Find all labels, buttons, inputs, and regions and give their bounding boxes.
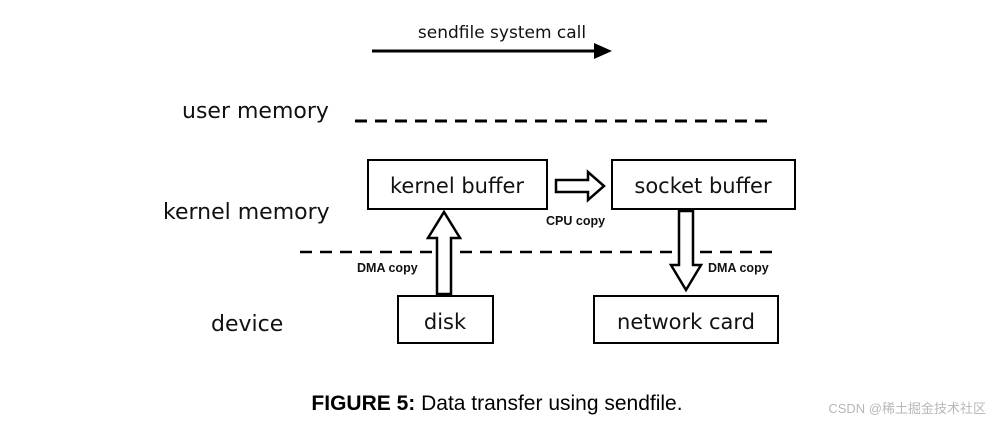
kernel-buffer-box: kernel buffer bbox=[367, 159, 548, 210]
user-memory-label: user memory bbox=[182, 99, 329, 124]
device-label: device bbox=[211, 312, 283, 337]
sendfile-label: sendfile system call bbox=[418, 23, 586, 43]
socket-buffer-label: socket buffer bbox=[634, 174, 772, 198]
dma-copy-left-label: DMA copy bbox=[357, 261, 418, 275]
kernel-memory-label: kernel memory bbox=[163, 200, 330, 225]
figure-caption-text: Data transfer using sendfile. bbox=[421, 392, 683, 415]
disk-label: disk bbox=[424, 310, 467, 334]
figure-caption: FIGURE 5: Data transfer using sendfile. bbox=[0, 392, 994, 416]
cpu-copy-label: CPU copy bbox=[546, 214, 605, 228]
figure-caption-prefix: FIGURE 5: bbox=[311, 392, 416, 415]
kernel-buffer-label: kernel buffer bbox=[390, 174, 524, 198]
dma-copy-right-label: DMA copy bbox=[708, 261, 769, 275]
watermark: CSDN @稀土掘金技术社区 bbox=[828, 401, 986, 416]
network-card-label: network card bbox=[617, 310, 755, 334]
network-card-box: network card bbox=[593, 295, 779, 344]
dma-up-arrow bbox=[425, 209, 463, 296]
socket-buffer-box: socket buffer bbox=[611, 159, 796, 210]
disk-box: disk bbox=[397, 295, 494, 344]
cpu-copy-arrow bbox=[554, 169, 606, 203]
system-call-arrow bbox=[372, 43, 612, 59]
dma-down-arrow bbox=[668, 209, 704, 293]
